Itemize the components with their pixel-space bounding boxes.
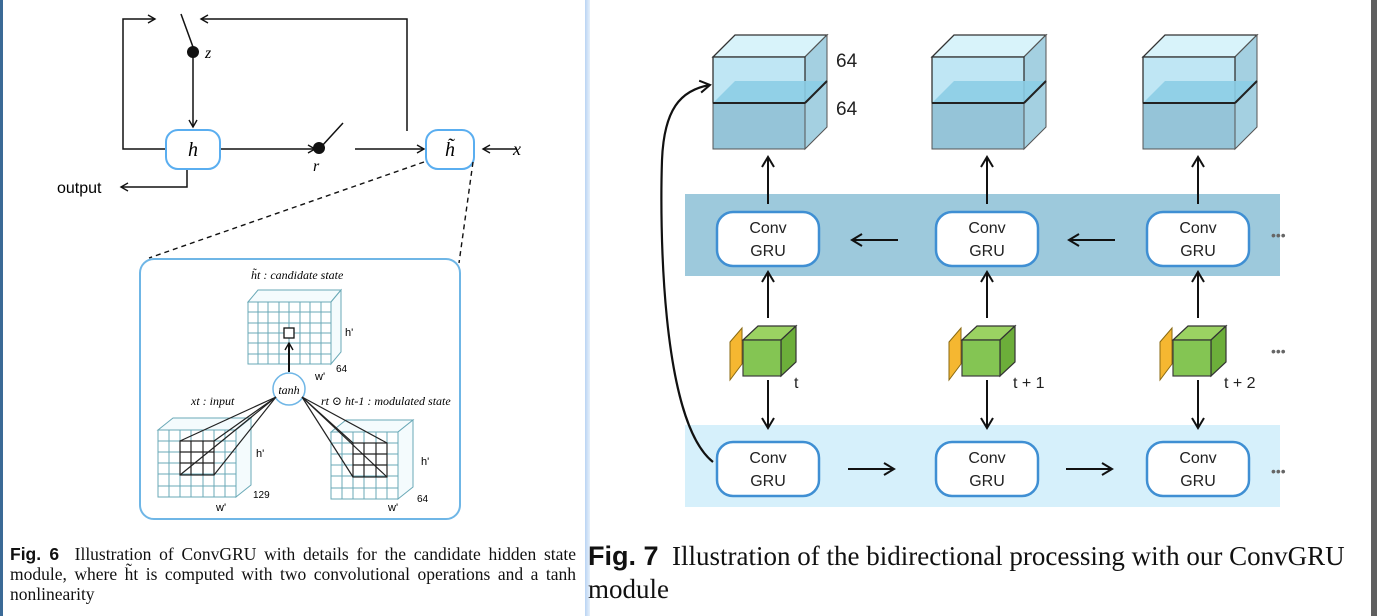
convgru-label-line2: GRU: [1180, 243, 1216, 260]
input-feature-cube: [948, 324, 1017, 382]
fig6-diagram: z r h h̃ x output h̃t : candidate state …: [57, 13, 521, 520]
input-label: xt : input: [190, 394, 235, 408]
forward-convgru-node: ConvGRU: [715, 440, 821, 498]
input-feature-cube: [729, 324, 798, 382]
candidate-c-dim: 64: [336, 364, 348, 375]
convgru-label-line1: Conv: [1179, 450, 1216, 467]
output-feature-cube: [711, 33, 829, 151]
modulated-state-label: rt ⊙ ht-1 : modulated state: [321, 394, 451, 408]
output-cell: [283, 327, 295, 339]
fig6-caption-label: Fig. 6: [10, 544, 60, 564]
forward-convgru-node: ConvGRU: [934, 440, 1040, 498]
zoom-line-right: [458, 161, 474, 264]
timestep-label: t + 2: [1224, 375, 1256, 392]
input-w-dim: w': [215, 502, 226, 514]
input-feature-cube: [1159, 324, 1228, 382]
r-gate: [313, 142, 325, 154]
input-h-dim: h': [256, 448, 264, 460]
tanh-label: tanh: [278, 383, 299, 397]
convgru-label-line1: Conv: [968, 450, 1005, 467]
backward-convgru-node: ConvGRU: [715, 210, 821, 268]
convgru-label-line2: GRU: [969, 473, 1005, 490]
convgru-label-line1: Conv: [1179, 220, 1216, 237]
convgru-label-line1: Conv: [749, 450, 786, 467]
convgru-label-line2: GRU: [969, 243, 1005, 260]
timestep-label: t: [794, 375, 799, 392]
h-node: [165, 129, 221, 170]
z-gate: [187, 46, 199, 58]
convgru-label-line2: GRU: [750, 473, 786, 490]
output-label: output: [57, 180, 102, 197]
convgru-label-line1: Conv: [968, 220, 1005, 237]
x-label: x: [512, 139, 521, 159]
h-tilde-node: [425, 129, 475, 170]
page-divider: [585, 0, 590, 616]
candidate-h-dim: h': [345, 327, 353, 339]
modulated-w-dim: w': [387, 502, 398, 514]
backward-convgru-node: ConvGRU: [1145, 210, 1251, 268]
r-label: r: [313, 158, 320, 175]
candidate-w-dim: w': [314, 371, 325, 383]
input-c-dim: 129: [253, 490, 270, 501]
skip-connection-arrow: [660, 79, 714, 463]
output-feature-cube: [930, 33, 1048, 151]
left-page-border: [0, 0, 3, 616]
modulated-h-dim: h': [421, 456, 429, 468]
zoom-line-left: [148, 161, 425, 259]
fig7-caption: Fig. 7 Illustration of the bidirectional…: [588, 540, 1368, 606]
backward-convgru-node: ConvGRU: [934, 210, 1040, 268]
forward-convgru-node: ConvGRU: [1145, 440, 1251, 498]
forward-ellipsis: •••: [1271, 463, 1286, 479]
output-feature-cube: [1141, 33, 1259, 151]
scrollbar[interactable]: [1371, 0, 1377, 616]
feedback-loop: [119, 13, 517, 192]
convgru-label-line1: Conv: [749, 220, 786, 237]
output-top-dim: 64: [836, 51, 858, 72]
modulated-c-dim: 64: [417, 494, 429, 505]
convgru-label-line2: GRU: [1180, 473, 1216, 490]
fig7-caption-text: Illustration of the bidirectional proces…: [588, 541, 1345, 604]
candidate-state-grid: [246, 288, 343, 366]
fig7-caption-label: Fig. 7: [588, 541, 659, 571]
input-kernel: [179, 396, 277, 476]
modulated-state-grid: [329, 418, 415, 501]
input-ellipsis: •••: [1271, 343, 1286, 359]
z-label: z: [204, 45, 212, 62]
convgru-label-line2: GRU: [750, 243, 786, 260]
h-tilde-label: h̃: [445, 137, 455, 161]
backward-ellipsis: •••: [1271, 227, 1286, 243]
timestep-label: t + 1: [1013, 375, 1045, 392]
output-bottom-dim: 64: [836, 99, 858, 120]
modulated-kernel: [301, 396, 388, 478]
candidate-state-label: h̃t : candidate state: [251, 268, 344, 282]
tanh-node: [272, 372, 306, 406]
h-label: h: [188, 139, 198, 161]
fig6-caption: Fig. 6 Illustration of ConvGRU with deta…: [10, 544, 576, 604]
fig6-caption-text: Illustration of ConvGRU with details for…: [10, 544, 577, 604]
